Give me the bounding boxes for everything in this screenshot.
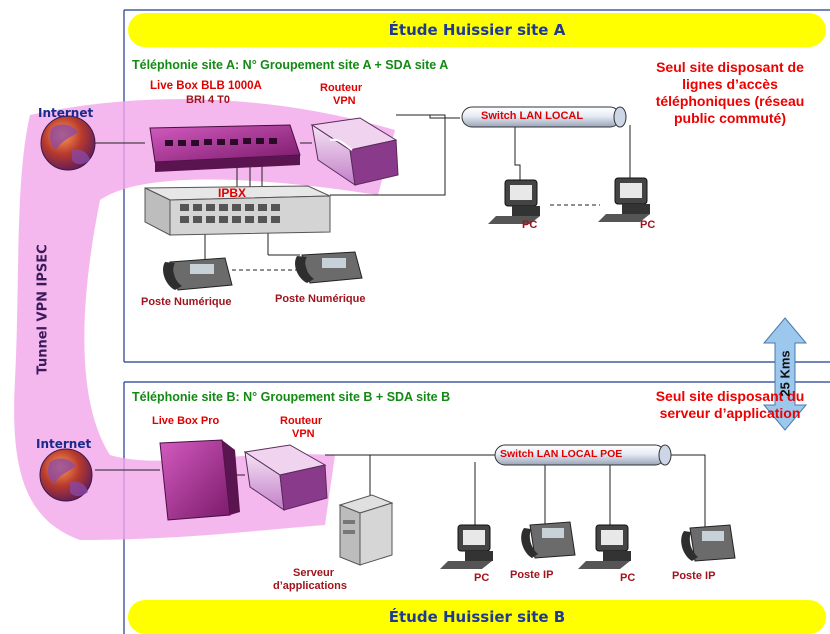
phone-icon — [163, 257, 233, 291]
distance-label: 25 Kms — [777, 350, 793, 397]
internet-label: Internet — [36, 437, 92, 451]
pc-icon — [440, 524, 493, 569]
livebox-label-line2: BRI 4 T0 — [186, 94, 231, 106]
phone-label: Poste IP — [672, 570, 716, 582]
switch-lan-local-a — [461, 106, 627, 128]
site-a-note-line4: public commuté) — [673, 110, 786, 126]
server-label-line2: d’applications — [273, 580, 347, 592]
livebox-blb-device — [149, 124, 301, 172]
vpn-router-b — [243, 444, 328, 512]
phone-label: Poste Numérique — [141, 296, 232, 308]
pc-label: PC — [620, 572, 636, 584]
site-b-note-line2: serveur d’application — [659, 405, 801, 421]
pc-icon — [598, 177, 650, 222]
internet-label: Internet — [38, 106, 94, 120]
site-b-header: Téléphonie site B: N° Groupement site B … — [132, 390, 451, 404]
router-b-label-line1: Routeur — [280, 415, 323, 427]
router-a-label-line2: VPN — [333, 95, 356, 107]
site-b-links — [95, 454, 706, 530]
site-a-banner: Étude Huissier site A — [128, 13, 826, 47]
server-icon — [338, 494, 394, 566]
ipbx-device — [144, 185, 331, 236]
router-b-label-line2: VPN — [292, 428, 315, 440]
pc-label: PC — [522, 219, 538, 231]
server-label-line1: Serveur — [293, 567, 334, 579]
phone-icon — [521, 521, 576, 559]
phone-icon — [295, 251, 363, 284]
router-a-label-line1: Routeur — [320, 82, 363, 94]
site-b-note-line1: Seul site disposant du — [655, 388, 805, 404]
livebox-pro-label: Live Box Pro — [152, 415, 220, 427]
pc-icon — [578, 524, 631, 569]
switch-a-label: Switch LAN LOCAL — [481, 110, 584, 122]
tunnel-vpn-label: Tunnel VPN IPSEC — [35, 244, 51, 375]
livebox-pro-device — [159, 439, 240, 521]
site-a-header: Téléphonie site A: N° Groupement site A … — [132, 58, 449, 72]
pc-label: PC — [640, 219, 656, 231]
livebox-label-line1: Live Box BLB 1000A — [150, 80, 262, 92]
vpn-router-a — [310, 117, 399, 187]
distance-arrow — [762, 317, 808, 431]
globe-icon — [40, 115, 96, 171]
phone-label: Poste Numérique — [275, 293, 366, 305]
phone-label: Poste IP — [510, 569, 554, 581]
site-a-note-line3: téléphoniques (réseau — [655, 93, 805, 109]
pc-icon — [488, 179, 540, 224]
ipbx-label: IPBX — [218, 186, 247, 200]
site-b-banner: Étude Huissier site B — [128, 600, 826, 634]
globe-icon — [39, 448, 93, 502]
phone-icon — [681, 524, 736, 562]
switch-b-label: Switch LAN LOCAL POE — [500, 448, 623, 460]
switch-lan-local-poe-b — [494, 444, 672, 466]
pc-label: PC — [474, 572, 490, 584]
site-a-note-line2: lignes d’accès — [682, 76, 778, 92]
site-a-note-line1: Seul site disposant de — [656, 59, 804, 75]
